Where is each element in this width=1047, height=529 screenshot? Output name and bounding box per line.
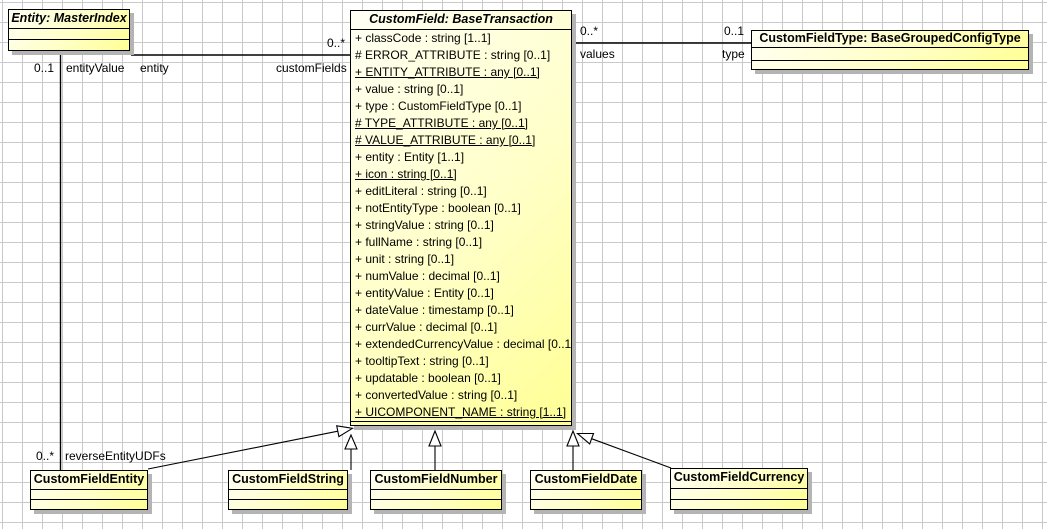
label-mult-type[interactable]: 0..1 (724, 24, 745, 38)
label-mult-entityvalue[interactable]: 0..1 (34, 61, 55, 75)
label-role-type[interactable]: type (722, 47, 745, 61)
label-role-entityvalue[interactable]: entityValue (66, 61, 125, 75)
class-title: CustomField: BaseTransaction (351, 11, 571, 30)
class-title: CustomFieldType: BaseGroupedConfigType (752, 31, 1028, 48)
class-attributes-compartment (9, 29, 129, 40)
label-role-customfields[interactable]: customFields (276, 61, 347, 75)
class-operations-compartment (351, 422, 571, 425)
label-role-reverseentityudfs[interactable]: reverseEntityUDFs (65, 449, 166, 463)
class-customfieldtype-basegroupedconfigtype[interactable]: CustomFieldType: BaseGroupedConfigType (751, 30, 1029, 70)
class-attribute[interactable]: + stringValue : string [0..1] (355, 218, 494, 232)
class-attribute[interactable]: + classCode : string [1..1] (355, 31, 491, 45)
class-operations-compartment (9, 40, 129, 50)
label-mult-reverseentityudfs[interactable]: 0..* (36, 449, 55, 463)
class-attribute[interactable]: + convertedValue : string [0..1] (355, 388, 518, 402)
class-attribute[interactable]: + numValue : decimal [0..1] (355, 269, 500, 283)
class-attribute[interactable]: + entityValue : Entity [0..1] (355, 286, 494, 300)
class-attributes-compartment (229, 490, 347, 500)
class-attribute[interactable]: + dateValue : timestamp [0..1] (355, 303, 514, 317)
class-attribute[interactable]: # ERROR_ATTRIBUTE : string [0..1] (355, 48, 551, 62)
class-attributes-compartment (752, 48, 1028, 61)
class-attributes-compartment (531, 490, 641, 500)
class-attribute[interactable]: + editLiteral : string [0..1] (355, 184, 487, 198)
class-attribute[interactable]: + updatable : boolean [0..1] (355, 371, 501, 385)
generalization-arrowhead (566, 429, 580, 447)
class-customfield-basetransaction[interactable]: CustomField: BaseTransaction + classCode… (350, 10, 572, 426)
class-operations-compartment (229, 500, 347, 509)
generalization-arrowhead (344, 433, 358, 450)
class-customfieldnumber[interactable]: CustomFieldNumber (370, 470, 502, 510)
class-attributes-compartment (671, 489, 807, 500)
class-attribute[interactable]: + entity : Entity [1..1] (355, 150, 465, 164)
label-role-entity[interactable]: entity (140, 61, 169, 75)
class-attribute[interactable]: + value : string [0..1] (355, 82, 464, 96)
class-attribute[interactable]: + icon : string [0..1] (355, 167, 457, 181)
class-attribute[interactable]: + type : CustomFieldType [0..1] (355, 99, 522, 113)
generalization-customfieldcurrency[interactable] (591, 438, 672, 469)
class-operations-compartment (752, 61, 1028, 69)
class-attributes-compartment (371, 490, 501, 500)
label-mult-customfields[interactable]: 0..* (327, 36, 346, 50)
class-operations-compartment (531, 500, 641, 509)
generalization-customfieldentity[interactable] (147, 430, 338, 470)
customfield-attributes: + classCode : string [1..1] # ERROR_ATTRI… (351, 30, 571, 422)
class-title: Entity: MasterIndex (9, 10, 129, 29)
class-attribute[interactable]: + fullName : string [0..1] (355, 235, 483, 249)
class-attribute[interactable]: + notEntityType : boolean [0..1] (355, 201, 521, 215)
class-operations-compartment (671, 500, 807, 509)
class-title: CustomFieldNumber (371, 471, 501, 490)
class-customfielddate[interactable]: CustomFieldDate (530, 470, 642, 510)
class-operations-compartment (371, 500, 501, 509)
class-title: CustomFieldString (229, 471, 347, 490)
class-attribute[interactable]: # VALUE_ATTRIBUTE : any [0..1] (355, 133, 536, 147)
class-attribute[interactable]: + unit : string [0..1] (355, 252, 455, 266)
class-attribute[interactable]: # TYPE_ATTRIBUTE : any [0..1] (355, 116, 528, 130)
class-customfieldstring[interactable]: CustomFieldString (228, 470, 348, 510)
class-attribute[interactable]: + extendedCurrencyValue : decimal [0..1] (355, 337, 571, 351)
class-operations-compartment (31, 500, 147, 509)
label-role-values[interactable]: values (580, 47, 615, 61)
class-attribute[interactable]: + UICOMPONENT_NAME : string [1..1] (355, 405, 567, 419)
generalization-arrowhead (576, 432, 595, 445)
class-attributes-compartment (31, 490, 147, 500)
class-customfieldentity[interactable]: CustomFieldEntity (30, 470, 148, 510)
generalization-arrowhead (336, 425, 355, 438)
label-mult-values[interactable]: 0..* (580, 24, 599, 38)
class-attribute[interactable]: + ENTITY_ATTRIBUTE : any [0..1] (355, 65, 540, 79)
generalization-arrowhead (428, 429, 442, 447)
class-title: CustomFieldDate (531, 471, 641, 490)
class-title: CustomFieldEntity (31, 471, 147, 490)
class-attribute[interactable]: + currValue : decimal [0..1] (355, 320, 498, 334)
class-attribute[interactable]: + tooltipText : string [0..1] (355, 354, 489, 368)
class-customfieldcurrency[interactable]: CustomFieldCurrency (670, 468, 808, 510)
class-entity-masterindex[interactable]: Entity: MasterIndex (8, 9, 130, 51)
class-title: CustomFieldCurrency (671, 469, 807, 489)
